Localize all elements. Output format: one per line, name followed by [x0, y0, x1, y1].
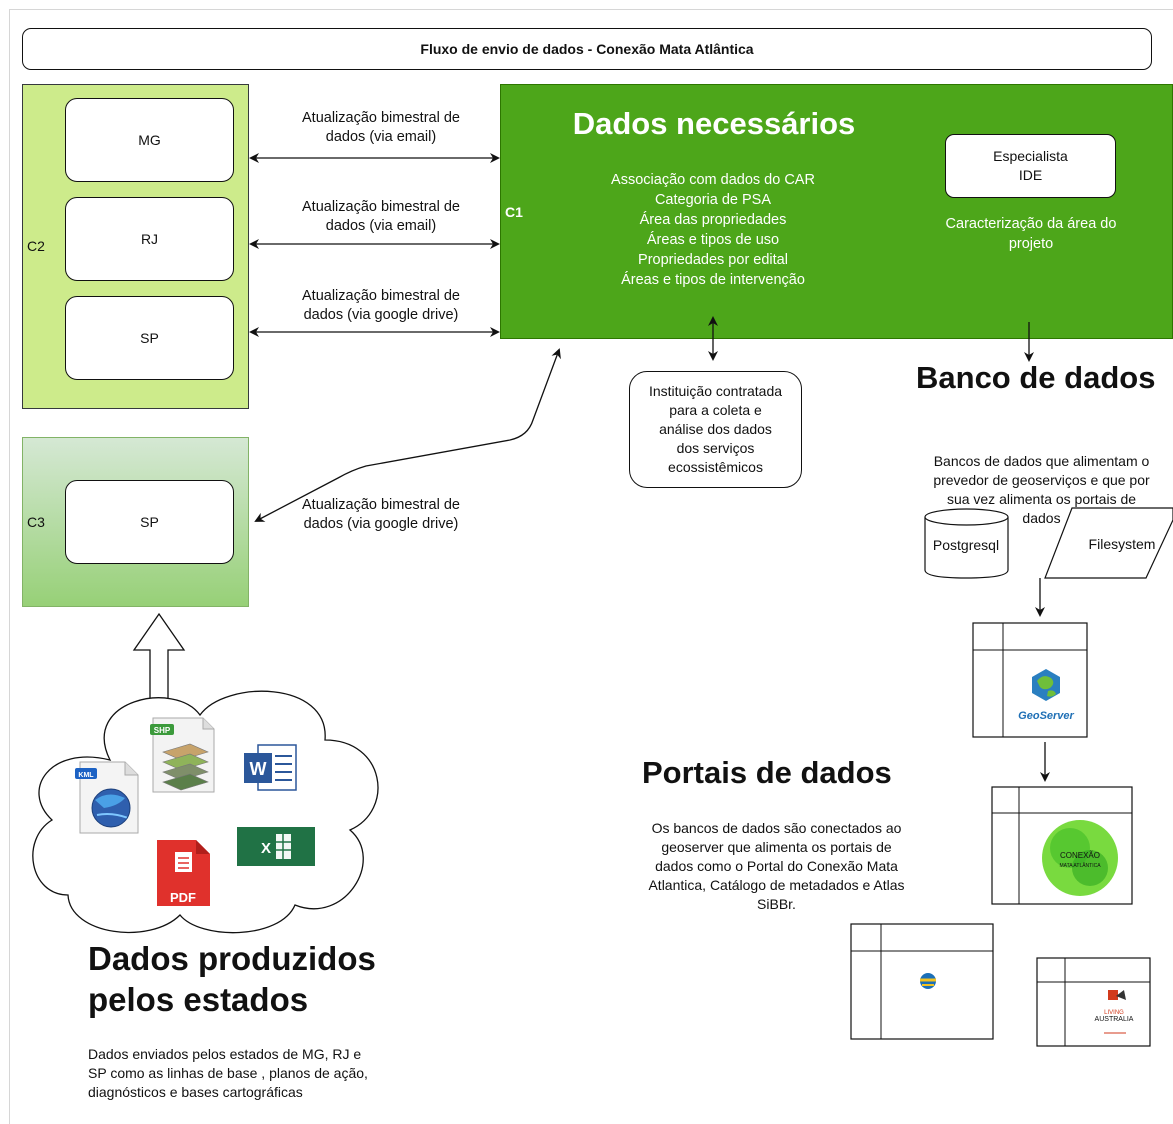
state-node-sp: SP [65, 296, 234, 380]
word-file-icon: W [244, 744, 297, 791]
postgresql-label: Postgresql [933, 537, 999, 553]
title-line: pelos estados [88, 981, 309, 1018]
portais-description: Os bancos de dados são conectados ao geo… [605, 819, 948, 914]
edge-label-line: dados (via email) [325, 218, 437, 234]
institution-line: para a coleta e [669, 402, 762, 418]
list-item: Propriedades por edital [638, 252, 788, 268]
kml-file-icon: KML [75, 761, 139, 834]
conexao-logo-text: CONEXÃO [1060, 851, 1100, 860]
caption-line: projeto [1008, 236, 1054, 252]
list-item: Áreas e tipos de uso [646, 232, 780, 248]
edge-label-line: dados (via email) [325, 129, 437, 145]
desc-line: prevedor de geoserviços e que por [933, 472, 1150, 488]
excel-label: X [261, 840, 271, 857]
c1-heading: Dados necessários [572, 106, 856, 141]
block-arrow-up [132, 612, 186, 706]
banco-title: Banco de dados [916, 360, 1156, 395]
edge-label-line: Atualização bimestral de [302, 110, 460, 126]
institution-line: dos serviços [676, 440, 755, 456]
institution-line: análise dos dados [659, 421, 772, 437]
list-item: Categoria de PSA [654, 192, 772, 208]
caption-line: Caracterização da área do [945, 216, 1117, 232]
desc-line: dados [1022, 510, 1061, 526]
edge-label-line: Atualização bimestral de [302, 199, 460, 215]
produzidos-title: Dados produzidos pelos estados [88, 938, 376, 1020]
postgresql-db-icon: Postgresql [924, 508, 1009, 579]
edge-label-rj: Atualização bimestral de dados (via emai… [271, 198, 491, 236]
specialist-caption: Caracterização da área do projeto [925, 214, 1137, 254]
atlas-logo-subtext: AUSTRALIA [1095, 1016, 1134, 1023]
state-node-mg: MG [65, 98, 234, 182]
desc-line: Bancos de dados que alimentam o [933, 453, 1150, 469]
word-label: W [250, 759, 267, 779]
catalogo-portal-window [850, 923, 994, 1040]
c3-tag: C3 [27, 514, 45, 530]
geoserver-label: GeoServer [1018, 710, 1074, 722]
geoserver-window: GeoServer [972, 622, 1088, 738]
kml-label: KML [78, 772, 94, 779]
list-item: Áreas e tipos de intervenção [621, 272, 805, 288]
canvas-border [9, 9, 1173, 1124]
atlas-logo-text: LIVING [1104, 1010, 1124, 1016]
pdf-label: PDF [170, 890, 196, 905]
atlas-logo-icon: LIVING AUSTRALIA [1095, 990, 1134, 1034]
catalogo-logo-icon [920, 973, 936, 989]
list-item: Associação com dados do CAR [611, 172, 815, 188]
produzidos-description: Dados enviados pelos estados de MG, RJ e… [88, 1045, 448, 1102]
banco-description: Bancos de dados que alimentam o prevedor… [910, 452, 1173, 528]
atlas-portal-window: LIVING AUSTRALIA [1036, 957, 1151, 1047]
desc-line: geoserver que alimenta os portais de [661, 839, 892, 855]
excel-file-icon: X [237, 827, 315, 866]
conexao-logo-icon: CONEXÃO MATA ATLÂNTICA [1042, 820, 1118, 896]
title-line: Dados produzidos [88, 940, 376, 977]
desc-line: diagnósticos e bases cartográficas [88, 1084, 303, 1100]
specialist-line: Especialista [993, 148, 1068, 164]
edge-label-sp: Atualização bimestral de dados (via goog… [271, 287, 491, 325]
desc-line: dados como o Portal do Conexão Mata [655, 858, 898, 874]
portais-title: Portais de dados [642, 755, 892, 790]
state-node-rj: RJ [65, 197, 234, 281]
desc-line: SP como as linhas de base , planos de aç… [88, 1065, 368, 1081]
filesystem-icon: Filesystem [1044, 507, 1173, 579]
geoserver-logo-icon [1032, 669, 1060, 701]
pdf-file-icon: PDF [157, 840, 210, 906]
connector-c3-c1 [254, 348, 561, 522]
specialist-ide-node: Especialista IDE [945, 134, 1116, 198]
desc-line: Atlantica, Catálogo de metadados e Atlas [648, 877, 905, 893]
edge-label-line: dados (via google drive) [303, 307, 459, 323]
institution-line: ecossistêmicos [668, 459, 763, 475]
filesystem-label: Filesystem [1089, 536, 1156, 552]
edge-label-line: Atualização bimestral de [302, 288, 460, 304]
desc-line: Os bancos de dados são conectados ao [651, 820, 902, 836]
desc-line: Dados enviados pelos estados de MG, RJ e [88, 1046, 362, 1062]
desc-line: sua vez alimenta os portais de [946, 491, 1137, 507]
institution-line: Instituição contratada [648, 383, 783, 399]
conexao-logo-subtext: MATA ATLÂNTICA [1059, 862, 1101, 869]
institution-node: Instituição contratada para a coleta e a… [629, 371, 802, 488]
c2-tag: C2 [27, 238, 45, 254]
diagram-title: Fluxo de envio de dados - Conexão Mata A… [22, 28, 1152, 70]
shp-file-icon: SHP [150, 717, 215, 793]
specialist-line: IDE [1018, 167, 1043, 183]
desc-line: SiBBr. [757, 896, 796, 912]
edge-label-mg: Atualização bimestral de dados (via emai… [271, 109, 491, 147]
list-item: Área das propriedades [639, 212, 787, 228]
conexao-portal-window: CONEXÃO MATA ATLÂNTICA [991, 786, 1133, 905]
c1-tag: C1 [505, 204, 523, 220]
shp-label: SHP [154, 726, 171, 735]
c1-group [500, 84, 1173, 339]
state-node-sp-c3: SP [65, 480, 234, 564]
c1-required-data-list: Associação com dados do CAR Categoria de… [560, 170, 866, 290]
